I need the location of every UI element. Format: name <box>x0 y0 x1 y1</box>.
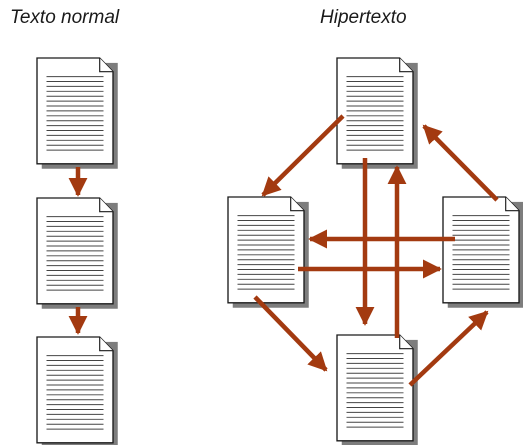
hyper-arrow-top-to-left <box>261 114 345 197</box>
normal-text-title: Texto normal <box>10 7 120 28</box>
hyper-arrow-left-to-bottom <box>253 295 328 372</box>
linear-page-1 <box>36 57 119 170</box>
linear-page-2 <box>36 197 119 310</box>
hyper-page-top <box>336 57 419 170</box>
hyper-page-left <box>227 196 310 309</box>
hypertext-title: Hipertexto <box>320 7 407 28</box>
hyper-page-bottom <box>336 334 419 445</box>
linear-page-3 <box>36 336 119 445</box>
hyper-arrow-right-to-top <box>422 124 499 202</box>
hyper-page-right <box>442 196 523 309</box>
hyper-arrow-bottom-to-right <box>408 310 489 387</box>
